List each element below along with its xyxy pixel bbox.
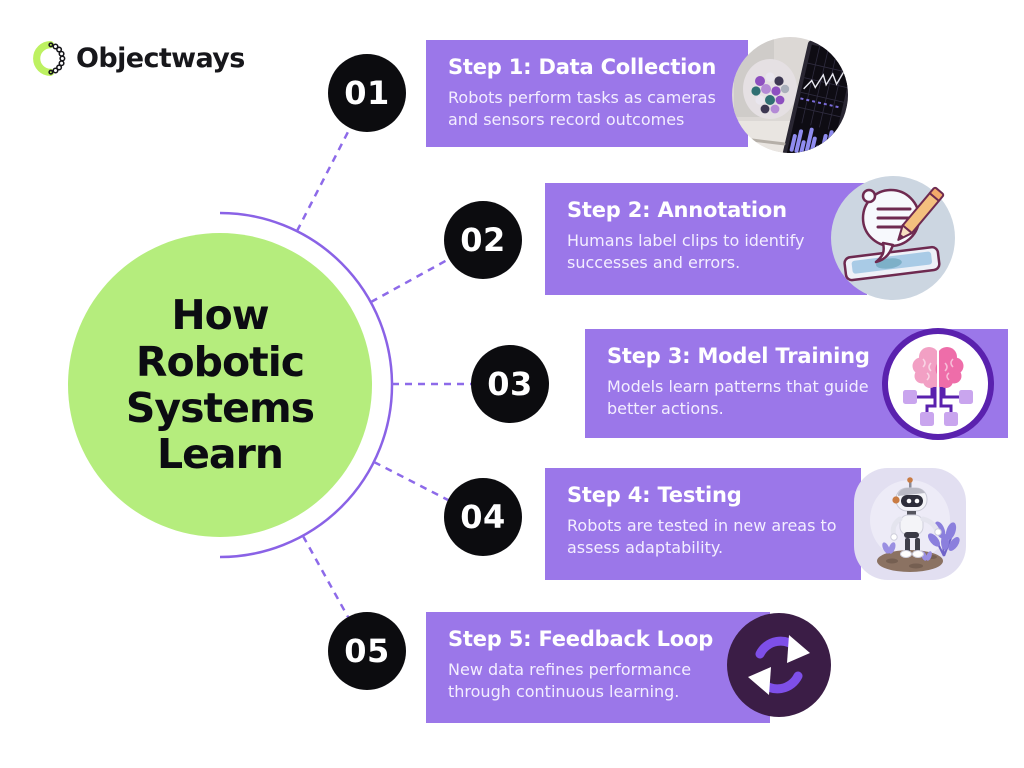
hub-line-3: Systems <box>125 384 315 432</box>
step-2-illustration <box>831 176 955 300</box>
step-4-illustration <box>854 468 966 580</box>
refresh-loop-icon <box>727 613 831 717</box>
step-2-title: Step 2: Annotation <box>567 198 787 222</box>
central-topic-title: How Robotic Systems Learn <box>125 291 315 479</box>
step-5-banner: Step 5: Feedback Loop New data refines p… <box>426 612 770 723</box>
step-3-description: Models learn patterns that guide better … <box>607 377 869 419</box>
step-4-title: Step 4: Testing <box>567 483 742 507</box>
step-4-number-badge: 04 <box>444 478 522 556</box>
brain-network-icon <box>882 328 994 440</box>
step-3-illustration <box>881 327 995 441</box>
step-4-description: Robots are tested in new areas to assess… <box>567 516 837 558</box>
connector-step-5 <box>301 535 350 618</box>
step-1-title: Step 1: Data Collection <box>448 55 717 79</box>
robot-plants-icon <box>854 468 966 580</box>
step-4-banner: Step 4: Testing Robots are tested in new… <box>545 468 861 580</box>
step-2-banner: Step 2: Annotation Humans label clips to… <box>545 183 867 295</box>
step-5-loop-badge <box>727 613 831 717</box>
connector-step-4 <box>373 460 449 502</box>
tablet-chart-photo-icon <box>732 37 848 153</box>
step-1-description: Robots perform tasks as cameras and sens… <box>448 88 716 130</box>
central-topic-circle: How Robotic Systems Learn <box>68 233 372 537</box>
step-2-number-badge: 02 <box>444 201 522 279</box>
step-5-number-badge: 05 <box>328 612 406 690</box>
hub-line-1: How <box>171 291 269 340</box>
objectways-logo-icon <box>33 41 66 76</box>
step-1-photo <box>732 37 848 153</box>
annotation-pencil-icon <box>831 176 955 300</box>
step-5-description: New data refines performance through con… <box>448 660 692 702</box>
step-1-banner: Step 1: Data Collection Robots perform t… <box>426 40 748 147</box>
step-2-description: Humans label clips to identify successes… <box>567 231 805 273</box>
logo-text: Objectways <box>76 43 245 74</box>
step-3-number-badge: 03 <box>471 345 549 423</box>
step-3-title: Step 3: Model Training <box>607 344 870 368</box>
step-5-title: Step 5: Feedback Loop <box>448 627 714 651</box>
hub-line-2: Robotic <box>135 337 305 386</box>
logo: Objectways <box>30 40 245 77</box>
hub-line-4: Learn <box>156 430 284 479</box>
step-1-number-badge: 01 <box>328 54 406 132</box>
connector-step-1 <box>295 127 352 232</box>
connector-step-2 <box>370 257 450 304</box>
